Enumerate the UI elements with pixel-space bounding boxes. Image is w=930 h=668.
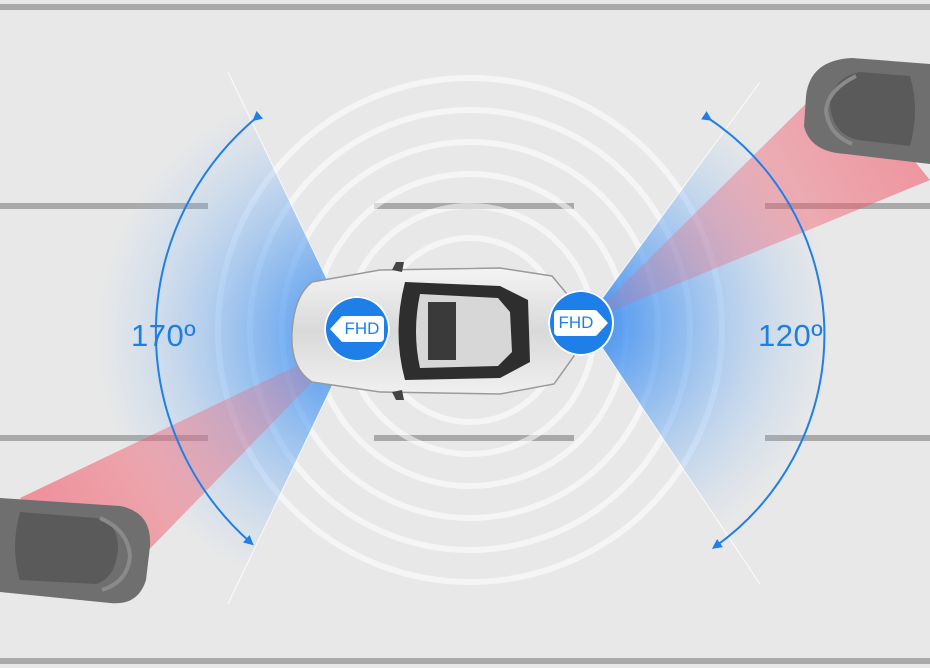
front-angle-label: 120º bbox=[758, 318, 824, 353]
lane-dash bbox=[374, 435, 574, 441]
camera-lens-icon bbox=[330, 316, 342, 342]
lane-line-bottom bbox=[0, 658, 930, 664]
camera-icon bbox=[340, 316, 384, 342]
camera-lens-icon bbox=[596, 310, 608, 336]
rear-camera-badge: FHD bbox=[324, 296, 390, 362]
front-camera-badge: FHD bbox=[548, 290, 614, 356]
trailing-car-icon bbox=[0, 498, 151, 604]
lane-line-top bbox=[0, 4, 930, 10]
approaching-car-icon bbox=[804, 58, 930, 164]
rear-angle-label: 170º bbox=[131, 318, 197, 353]
camera-icon bbox=[554, 310, 598, 336]
front-camera-resolution: FHD bbox=[558, 313, 594, 332]
front-angle-arc-icon bbox=[701, 111, 826, 549]
rear-camera-resolution: FHD bbox=[344, 319, 380, 338]
front-fov-edge bbox=[584, 321, 761, 585]
front-fov-edge bbox=[584, 81, 761, 323]
rear-angle-arc-icon bbox=[154, 110, 264, 546]
